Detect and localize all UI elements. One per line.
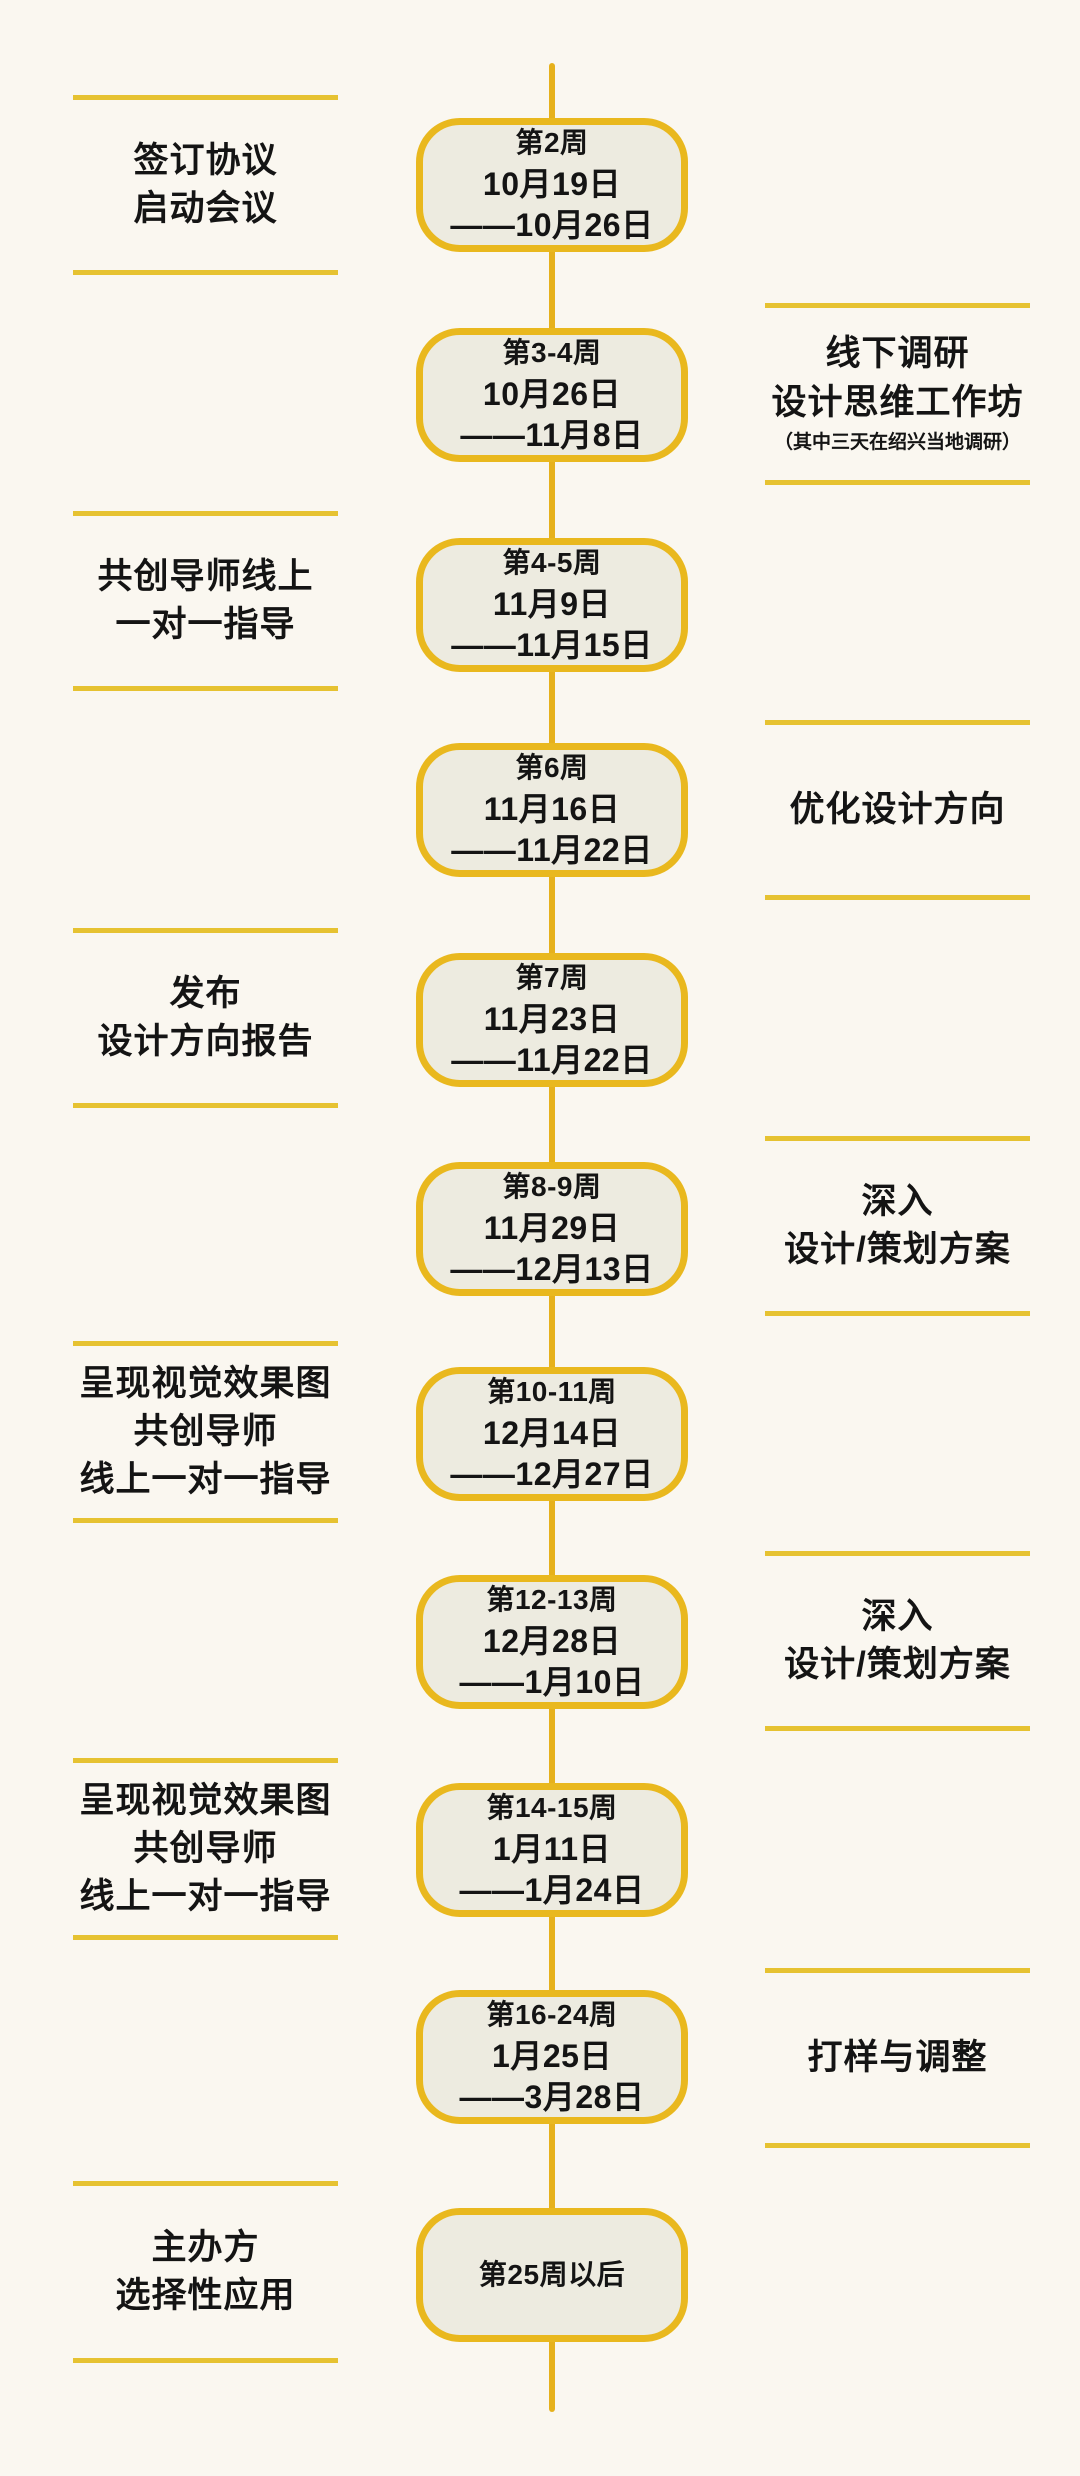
node-week-label: 第4-5周: [502, 547, 602, 579]
phase-label-text: 呈现视觉效果图 共创导师 线上一对一指导: [79, 1363, 332, 1500]
node-date-end: ——11月15日: [451, 627, 653, 664]
phase-label-text: 优化设计方向: [789, 789, 1006, 829]
node-week-label: 第16-24周: [486, 1999, 618, 2031]
node-date-start: 12月14日: [482, 1414, 622, 1451]
node-week-label: 第10-11周: [487, 1376, 617, 1408]
timeline-node-week16-24: 第16-24周 1月25日 ——3月28日: [416, 1990, 688, 2124]
node-date-end: ——10月26日: [450, 207, 654, 244]
node-week-label: 第2周: [515, 127, 589, 159]
phase-label-text: 主办方 选择性应用: [115, 2227, 296, 2315]
node-week-label: 第25周以后: [478, 2258, 626, 2290]
node-date-end: ——11月22日: [451, 832, 653, 869]
phase-label-publish-direction-report: 发布 设计方向报告: [73, 928, 338, 1108]
phase-label-signing-kickoff: 签订协议 启动会议: [73, 95, 338, 275]
phase-label-visual-render-mentor-1: 呈现视觉效果图 共创导师 线上一对一指导: [73, 1341, 338, 1523]
timeline-node-week2: 第2周 10月19日 ——10月26日: [416, 118, 688, 252]
node-week-label: 第3-4周: [502, 337, 602, 369]
phase-label-deepen-design-plan-2: 深入 设计/策划方案: [765, 1551, 1030, 1731]
timeline-node-week3-4: 第3-4周 10月26日 ——11月8日: [416, 328, 688, 462]
node-date-start: 10月19日: [482, 165, 622, 202]
phase-label-note: （其中三天在绍兴当地调研）: [773, 432, 1021, 454]
phase-label-sampling-adjustment: 打样与调整: [765, 1968, 1030, 2148]
phase-label-mentor-online-guidance: 共创导师线上 一对一指导: [73, 511, 338, 691]
timeline-node-week14-15: 第14-15周 1月11日 ——1月24日: [416, 1783, 688, 1917]
node-date-start: 11月23日: [483, 1000, 621, 1037]
timeline-node-week8-9: 第8-9周 11月29日 ——12月13日: [416, 1162, 688, 1296]
node-date-start: 11月9日: [492, 585, 612, 622]
phase-label-visual-render-mentor-2: 呈现视觉效果图 共创导师 线上一对一指导: [73, 1758, 338, 1940]
node-date-end: ——1月24日: [459, 1872, 645, 1909]
timeline-node-week6: 第6周 11月16日 ——11月22日: [416, 743, 688, 877]
node-date-end: ——11月8日: [460, 417, 644, 454]
phase-label-text: 深入 设计/策划方案: [784, 1181, 1011, 1269]
phase-label-organizer-optional-use: 主办方 选择性应用: [73, 2181, 338, 2363]
node-date-end: ——11月22日: [451, 1042, 653, 1079]
node-week-label: 第7周: [515, 962, 589, 994]
node-date-end: ——1月10日: [459, 1664, 645, 1701]
phase-label-refine-design-direction: 优化设计方向: [765, 720, 1030, 900]
node-date-end: ——3月28日: [459, 2079, 645, 2116]
phase-label-text: 线下调研 设计思维工作坊: [771, 334, 1024, 422]
node-week-label: 第6周: [515, 752, 589, 784]
phase-label-text: 深入 设计/策划方案: [784, 1596, 1011, 1684]
node-week-label: 第8-9周: [502, 1171, 602, 1203]
timeline-node-week25-plus: 第25周以后: [416, 2208, 688, 2342]
node-date-start: 1月25日: [492, 2037, 612, 2074]
node-date-start: 1月11日: [492, 1830, 612, 1867]
node-week-label: 第12-13周: [486, 1584, 618, 1616]
node-date-end: ——12月13日: [450, 1251, 654, 1288]
node-date-start: 10月26日: [482, 375, 622, 412]
timeline-node-week4-5: 第4-5周 11月9日 ——11月15日: [416, 538, 688, 672]
node-date-start: 11月16日: [483, 790, 621, 827]
node-week-label: 第14-15周: [486, 1792, 618, 1824]
phase-label-text: 发布 设计方向报告: [97, 973, 314, 1061]
timeline-node-week10-11: 第10-11周 12月14日 ——12月27日: [416, 1367, 688, 1501]
node-date-start: 11月29日: [483, 1209, 621, 1246]
node-date-start: 12月28日: [482, 1622, 622, 1659]
phase-label-field-research-workshop: 线下调研 设计思维工作坊 （其中三天在绍兴当地调研）: [765, 303, 1030, 485]
phase-label-text: 共创导师线上 一对一指导: [97, 556, 314, 644]
node-date-end: ——12月27日: [450, 1456, 654, 1493]
phase-label-deepen-design-plan-1: 深入 设计/策划方案: [765, 1136, 1030, 1316]
timeline-node-week7: 第7周 11月23日 ——11月22日: [416, 953, 688, 1087]
phase-label-text: 呈现视觉效果图 共创导师 线上一对一指导: [79, 1780, 332, 1917]
phase-label-text: 签订协议 启动会议: [133, 140, 278, 228]
phase-label-text: 打样与调整: [807, 2037, 988, 2077]
timeline-node-week12-13: 第12-13周 12月28日 ——1月10日: [416, 1575, 688, 1709]
